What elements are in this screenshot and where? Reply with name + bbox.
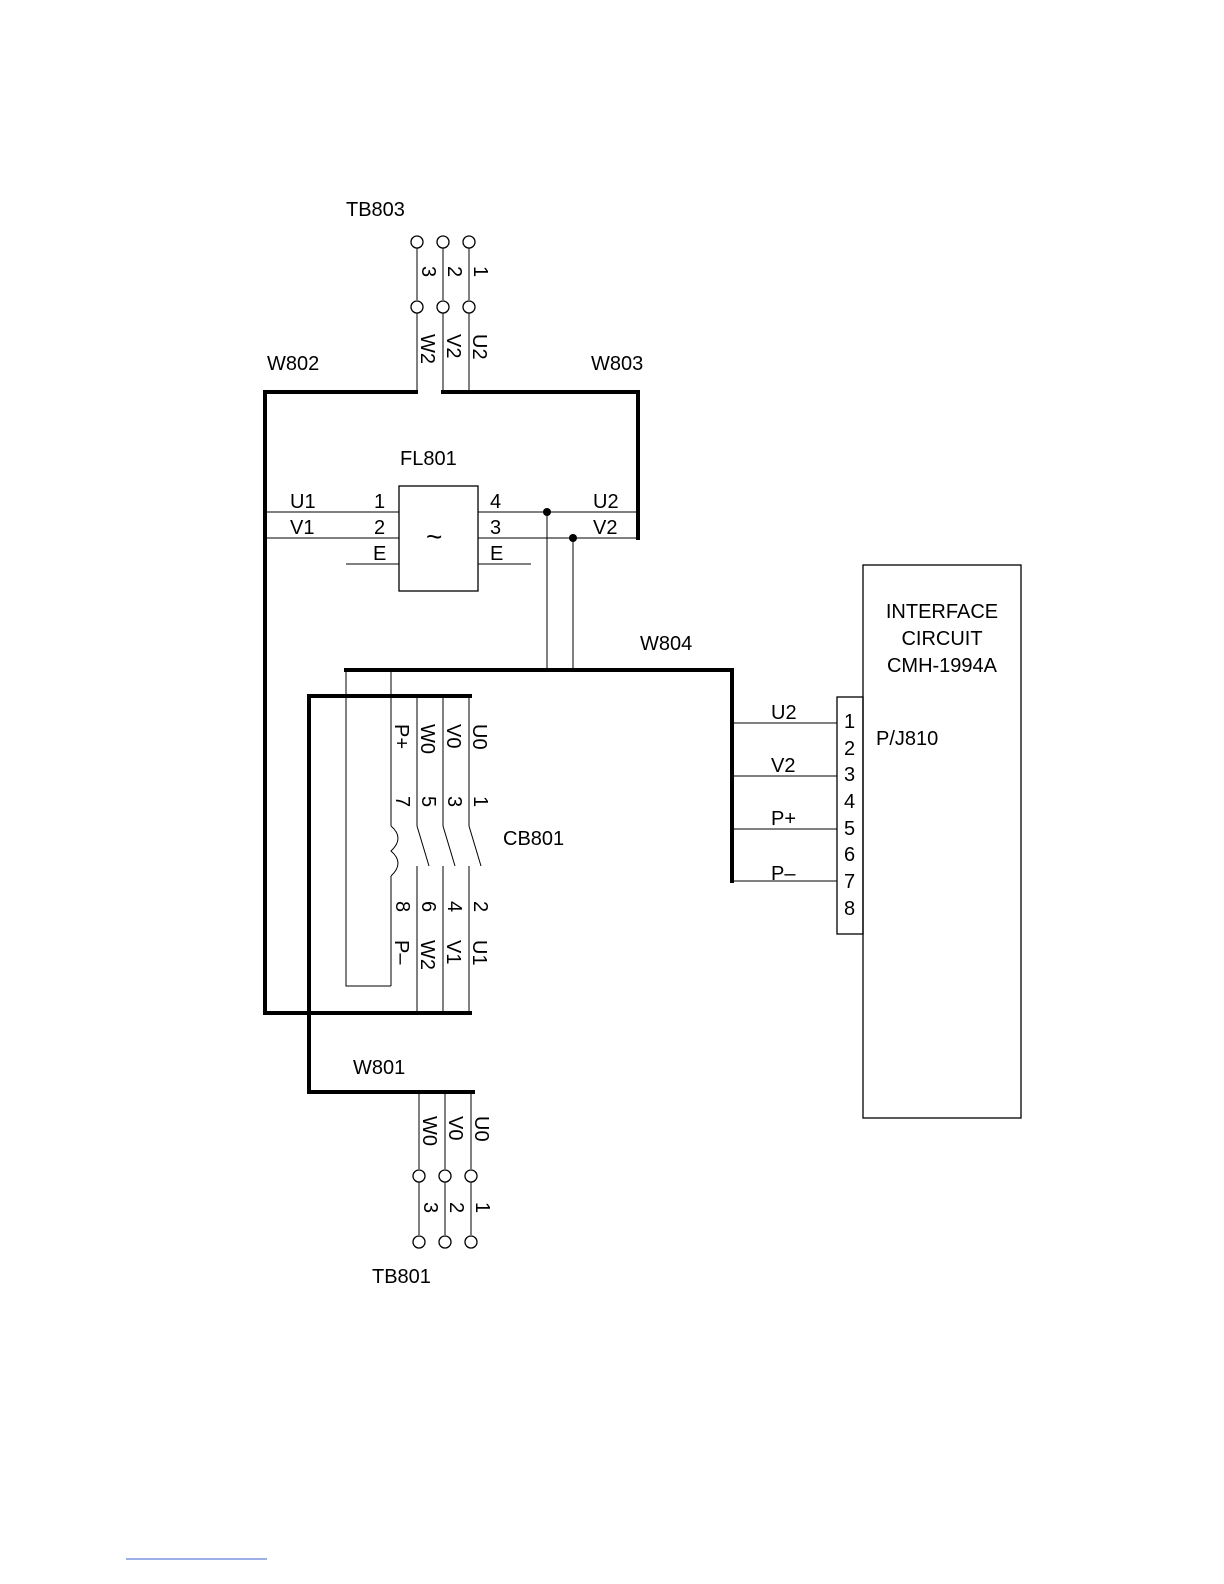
cb801-pin-label: 2 <box>469 901 491 912</box>
pj810-pin-label: 2 <box>844 738 855 760</box>
w804-harness: W804 U2 V2 P+ P– <box>346 633 837 986</box>
tb803-label: TB803 <box>346 199 405 221</box>
tb801-pin-label: 1 <box>471 1202 493 1213</box>
interface-title-line: CMH-1994A <box>887 655 998 677</box>
cb801-label: CB801 <box>503 828 564 850</box>
tb803-wire-label: W2 <box>416 334 438 364</box>
tb801-terminal-1-bottom <box>465 1236 477 1248</box>
fl801-pin-label: E <box>373 543 386 565</box>
cb801-wire-label: P+ <box>390 724 412 749</box>
tb801-pin-label: 3 <box>419 1202 441 1213</box>
cb801-pin-label: 3 <box>443 796 465 807</box>
fl801-pin-label: 2 <box>374 517 385 539</box>
cb801-wire-label: P– <box>390 940 412 965</box>
pj810-wire-label: U2 <box>771 702 797 724</box>
pj810-pin-label: 3 <box>844 764 855 786</box>
cb801-pin-label: 7 <box>391 796 413 807</box>
w802-label: W802 <box>267 353 319 375</box>
tb803-terminal-3-top <box>411 236 423 248</box>
tb801-terminal-2-bottom <box>439 1236 451 1248</box>
fl801-pin-label: 3 <box>490 517 501 539</box>
w804-label: W804 <box>640 633 692 655</box>
pj810-pin-label: 4 <box>844 791 855 813</box>
tb801-terminal-block: W0 V0 U0 3 2 1 TB801 <box>372 1092 493 1288</box>
tb803-wire-label: U2 <box>468 334 490 360</box>
cb801-wire-label: U0 <box>468 724 490 750</box>
tb801-terminal-1-top <box>465 1170 477 1182</box>
pj810-wire-label: V2 <box>771 755 795 777</box>
cb801-wire-label: V1 <box>442 940 464 964</box>
cb801-pin-label: 6 <box>417 901 439 912</box>
w801-label: W801 <box>353 1057 405 1079</box>
cb801-circuit-breaker: CB801 P+ W0 V0 U0 7 5 3 1 8 6 4 2 P– W2 … <box>390 696 564 1013</box>
fl801-left-wire-label: U1 <box>290 491 316 513</box>
pj810-label: P/J810 <box>876 728 938 750</box>
pj810-pin-label: 1 <box>844 711 855 733</box>
cb801-pin-label: 1 <box>469 796 491 807</box>
filter-symbol-icon: ~ <box>426 521 442 552</box>
tb803-terminal-2-top <box>437 236 449 248</box>
fl801-filter: FL801 ~ U1 V1 1 2 E 4 3 E U2 V2 <box>265 448 638 670</box>
pj810-wire-label: P– <box>771 863 796 885</box>
tb801-terminal-3-top <box>413 1170 425 1182</box>
tb803-wire-label: V2 <box>442 334 464 358</box>
cb801-wire-label: W0 <box>416 724 438 754</box>
cb801-wire-label: W2 <box>416 940 438 970</box>
cb801-wire-label: V0 <box>442 724 464 748</box>
pj810-pin-label: 7 <box>844 871 855 893</box>
tb801-terminal-3-bottom <box>413 1236 425 1248</box>
cb801-pin-label: 8 <box>391 901 413 912</box>
tb803-terminal-2-bottom <box>437 301 449 313</box>
fl801-label: FL801 <box>400 448 457 470</box>
pj810-wire-label: P+ <box>771 808 796 830</box>
tb801-wire-label: W0 <box>418 1116 440 1146</box>
tb803-terminal-block: TB803 3 2 1 W2 V2 U2 <box>346 199 491 392</box>
tb803-pin-label: 1 <box>469 266 491 277</box>
fl801-pin-label: E <box>490 543 503 565</box>
fl801-pin-label: 1 <box>374 491 385 513</box>
interface-title-line: CIRCUIT <box>901 628 982 650</box>
tb803-terminal-3-bottom <box>411 301 423 313</box>
cb801-pin-label: 4 <box>443 901 465 912</box>
fl801-right-wire-label: V2 <box>593 517 617 539</box>
interface-title-line: INTERFACE <box>886 601 998 623</box>
tb803-pin-label: 3 <box>417 266 439 277</box>
cb801-wire-label: U1 <box>468 940 490 966</box>
tb801-wire-label: V0 <box>444 1116 466 1140</box>
fl801-left-wire-label: V1 <box>290 517 314 539</box>
interface-circuit-board: INTERFACE CIRCUIT CMH-1994A <box>863 565 1021 1118</box>
tb801-pin-label: 2 <box>445 1202 467 1213</box>
fl801-right-wire-label: U2 <box>593 491 619 513</box>
tb801-terminal-2-top <box>439 1170 451 1182</box>
trip-coil-icon <box>391 826 398 876</box>
tb801-label: TB801 <box>372 1266 431 1288</box>
pj810-pin-label: 6 <box>844 844 855 866</box>
cb801-pin-label: 5 <box>417 796 439 807</box>
tb803-terminal-1-bottom <box>463 301 475 313</box>
pj810-connector: 1 2 3 4 5 6 7 8 P/J810 <box>837 697 938 934</box>
pj810-pin-label: 8 <box>844 898 855 920</box>
fl801-pin-label: 4 <box>490 491 501 513</box>
w803-label: W803 <box>591 353 643 375</box>
tb803-pin-label: 2 <box>443 266 465 277</box>
tb801-wire-label: U0 <box>470 1116 492 1142</box>
pj810-pin-label: 5 <box>844 818 855 840</box>
tb803-terminal-1-top <box>463 236 475 248</box>
